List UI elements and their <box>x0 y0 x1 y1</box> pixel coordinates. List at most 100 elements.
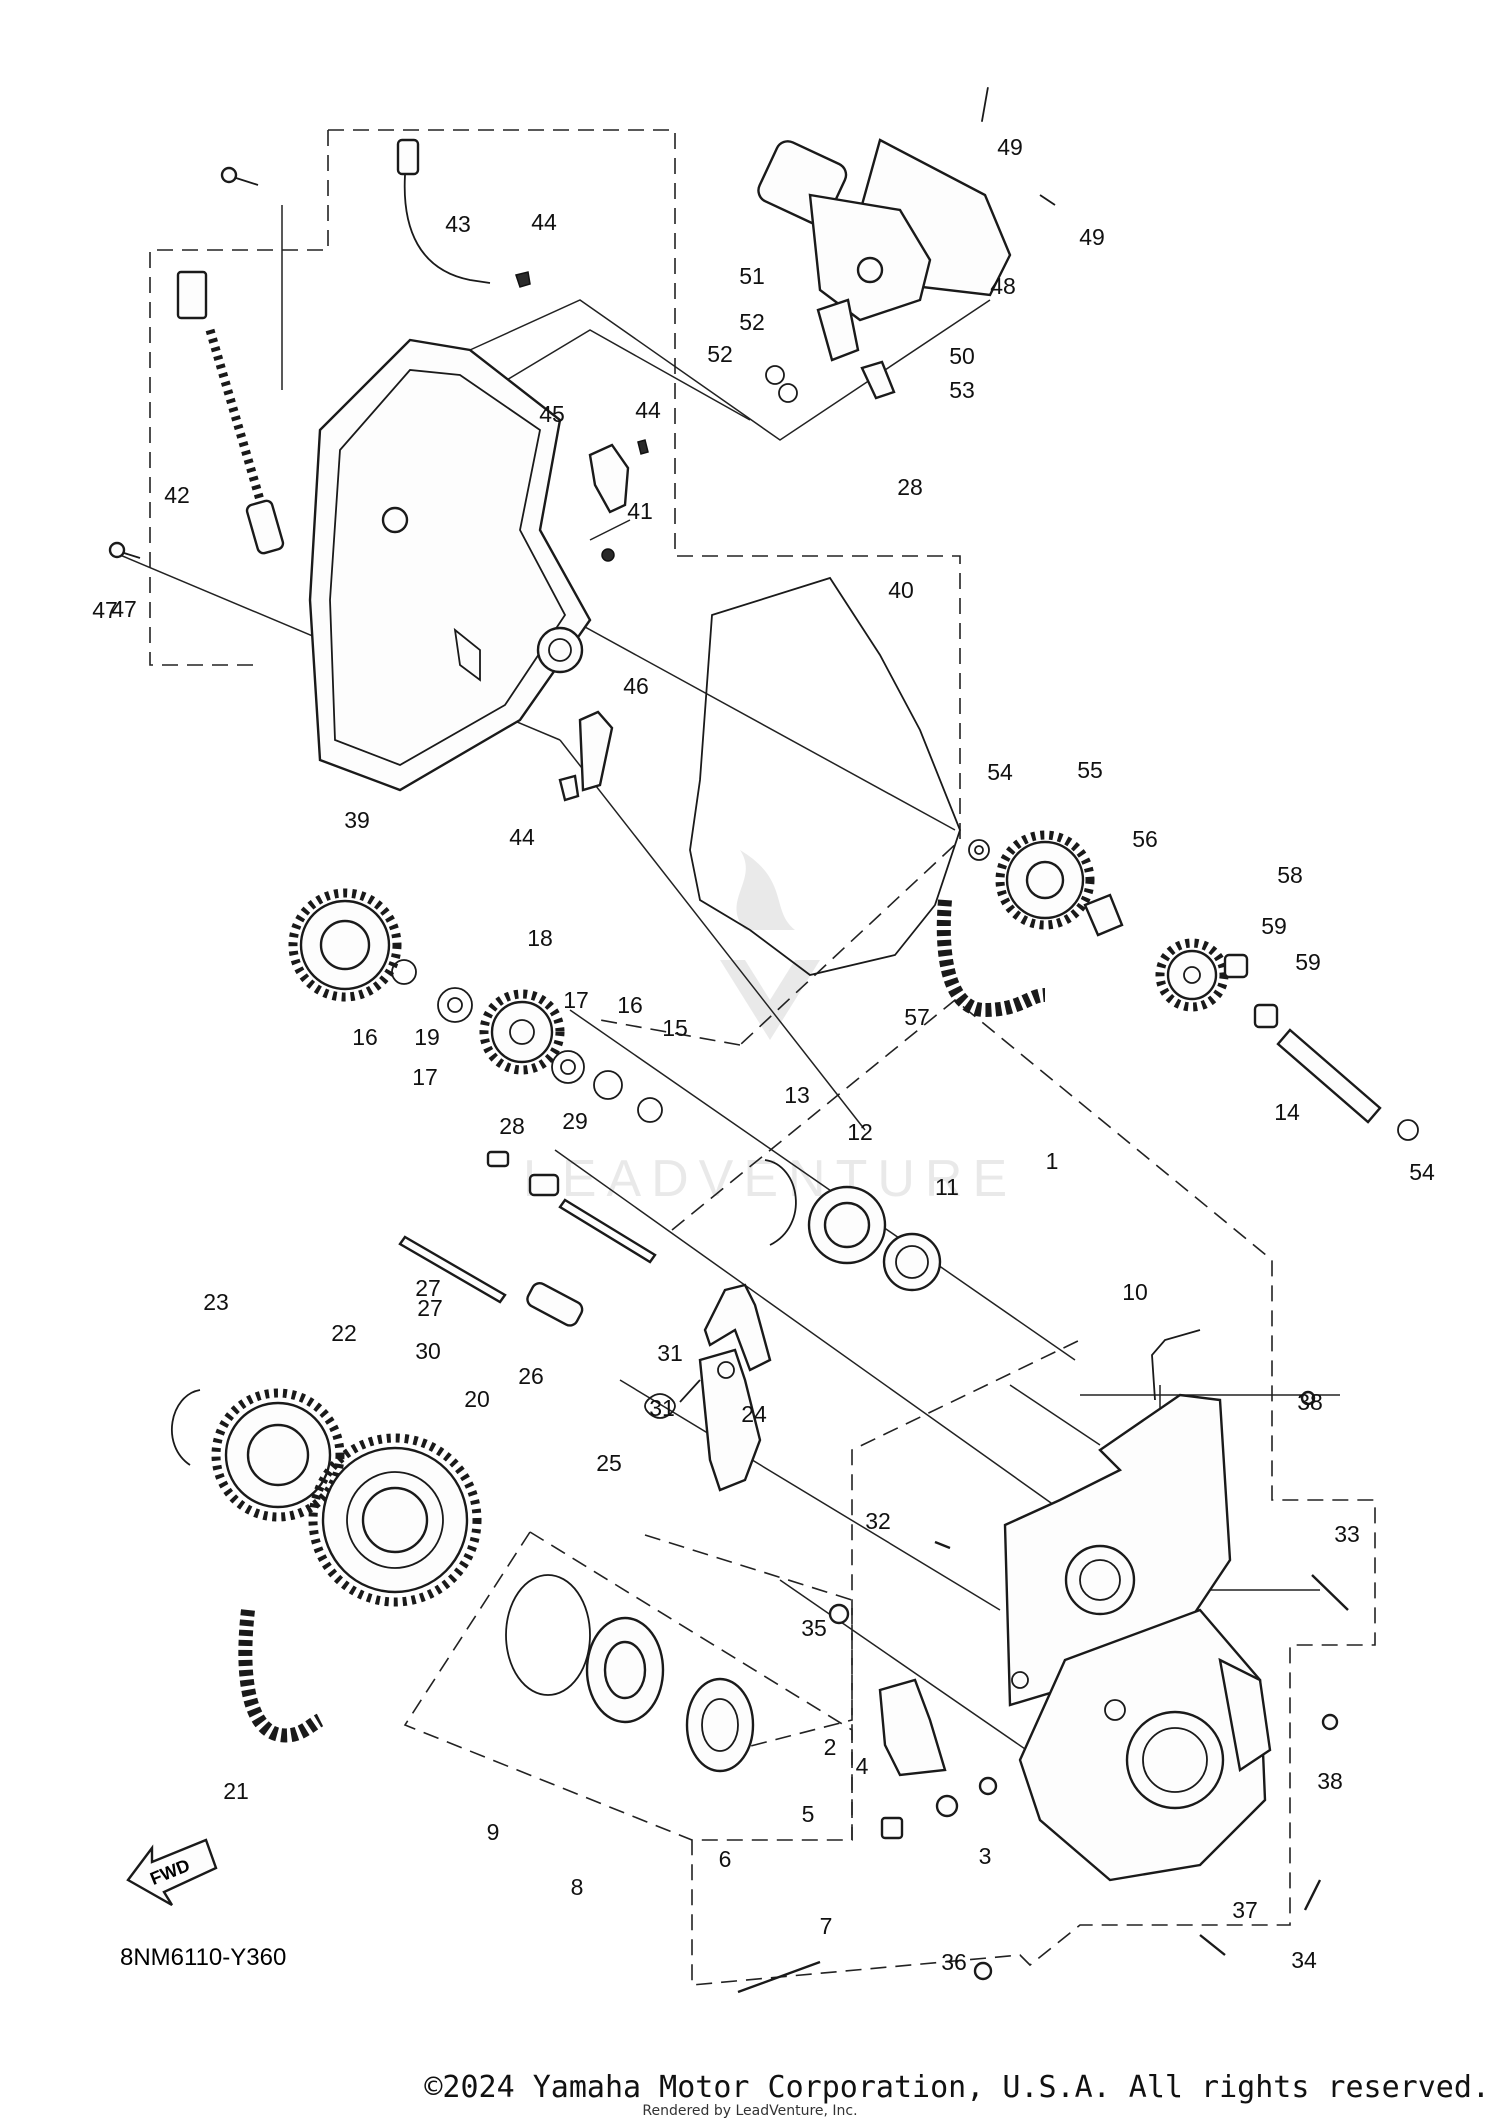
fasteners <box>737 1390 1349 1994</box>
copyright-notice: ©2024 Yamaha Motor Corporation, U.S.A. A… <box>424 2070 1490 2105</box>
callout-44: 44 <box>531 209 557 235</box>
chain-57 <box>936 899 1046 1018</box>
cover-gasket <box>689 576 961 976</box>
bracket-2 <box>878 1678 947 1777</box>
clamps-44 <box>515 271 649 802</box>
callout-31: 31 <box>657 1340 683 1366</box>
callout-59: 59 <box>1261 913 1287 939</box>
shift-shaft-parts <box>398 1150 657 1327</box>
callout-7: 7 <box>820 1913 833 1939</box>
speed-sensor-lead <box>176 270 285 555</box>
callout-47: 47 <box>111 596 137 622</box>
shift-actuator <box>757 87 1056 403</box>
callout-15: 15 <box>662 1015 688 1041</box>
callout-50: 50 <box>949 343 975 369</box>
callout-44: 44 <box>635 397 661 423</box>
case-assembly-outline <box>671 998 1376 1986</box>
callout-10: 10 <box>1122 1279 1148 1305</box>
callout-54: 54 <box>1409 1159 1435 1185</box>
callout-28: 28 <box>499 1113 525 1139</box>
watermark-text: LEADVENTURE <box>523 1150 1017 1208</box>
cover-assembly-outline <box>149 129 961 1046</box>
callout-21: 21 <box>223 1778 249 1804</box>
callout-8: 8 <box>571 1874 584 1900</box>
callout-41: 41 <box>627 498 653 524</box>
callout-9: 9 <box>487 1819 500 1845</box>
plug-41 <box>601 548 615 562</box>
callout-33: 33 <box>1334 1521 1360 1547</box>
diagram-code: 8NM6110-Y360 <box>120 1944 286 1971</box>
callout-26: 26 <box>518 1363 544 1389</box>
callout-58: 58 <box>1277 862 1303 888</box>
callout-13: 13 <box>784 1082 810 1108</box>
callout-23: 23 <box>203 1289 229 1315</box>
crankcase <box>1003 1393 1272 1882</box>
stopper-lever <box>644 1348 762 1492</box>
left-gear-stack <box>288 888 663 1123</box>
breather-pipe <box>1151 1329 1201 1401</box>
callout-27: 27 <box>415 1275 441 1301</box>
watermark: LEADVENTURE <box>523 850 1017 1208</box>
callout-54: 54 <box>987 759 1013 785</box>
callout-22: 22 <box>331 1320 357 1346</box>
callout-20: 20 <box>464 1386 490 1412</box>
callout-24: 24 <box>741 1401 767 1427</box>
sensor-lead-43 <box>396 138 491 284</box>
callout-16: 16 <box>352 1024 378 1050</box>
fwd-arrow: FWD <box>126 1838 218 1907</box>
callout-49: 49 <box>1079 224 1105 250</box>
shaft-bearings <box>764 1159 942 1292</box>
callout-14: 14 <box>1274 1099 1300 1125</box>
callout-30: 30 <box>415 1338 441 1364</box>
chain-21 <box>238 1609 324 1743</box>
callout-29: 29 <box>562 1108 588 1134</box>
bearing-group-outline <box>403 1531 853 1841</box>
callout-45: 45 <box>539 401 565 427</box>
callout-31: 31 <box>649 1395 675 1421</box>
callout-labels: 1234567891011121314151617181920212223242… <box>92 134 1435 1975</box>
callout-16: 16 <box>617 992 643 1018</box>
large-gears <box>171 1388 482 1607</box>
primary-sprocket-group <box>968 830 1419 1141</box>
guide-46 <box>578 710 614 792</box>
callout-42: 42 <box>164 482 190 508</box>
callout-56: 56 <box>1132 826 1158 852</box>
callout-39: 39 <box>344 807 370 833</box>
callout-53: 53 <box>949 377 975 403</box>
callout-17: 17 <box>563 987 589 1013</box>
callout-57: 57 <box>904 1004 930 1030</box>
bolts-47 <box>108 166 259 559</box>
callout-52: 52 <box>707 341 733 367</box>
callout-37: 37 <box>1232 1897 1258 1923</box>
case-inner-outline <box>644 1534 853 1751</box>
callout-34: 34 <box>1291 1947 1317 1973</box>
callout-38: 38 <box>1297 1389 1323 1415</box>
callout-59: 59 <box>1295 949 1321 975</box>
callout-32: 32 <box>865 1508 891 1534</box>
callout-46: 46 <box>623 673 649 699</box>
callout-36: 36 <box>941 1949 967 1975</box>
callout-43: 43 <box>445 211 471 237</box>
callout-2: 2 <box>824 1734 837 1760</box>
callout-48: 48 <box>990 273 1016 299</box>
callout-19: 19 <box>414 1024 440 1050</box>
callout-4: 4 <box>856 1753 869 1779</box>
callout-51: 51 <box>739 263 765 289</box>
callout-28: 28 <box>897 474 923 500</box>
callout-11: 11 <box>935 1174 959 1200</box>
callout-47: 47 <box>92 597 118 623</box>
callout-44: 44 <box>509 824 535 850</box>
callout-27: 27 <box>417 1295 443 1321</box>
output-bearings <box>505 1574 755 1773</box>
callout-35: 35 <box>801 1615 827 1641</box>
callout-1: 1 <box>1046 1148 1059 1174</box>
callout-3: 3 <box>979 1843 992 1869</box>
callout-5: 5 <box>802 1801 815 1827</box>
bracket-45 <box>588 443 630 514</box>
left-cover <box>308 338 592 792</box>
callout-52: 52 <box>739 309 765 335</box>
callout-55: 55 <box>1077 757 1103 783</box>
callout-25: 25 <box>596 1450 622 1476</box>
callout-18: 18 <box>527 925 553 951</box>
